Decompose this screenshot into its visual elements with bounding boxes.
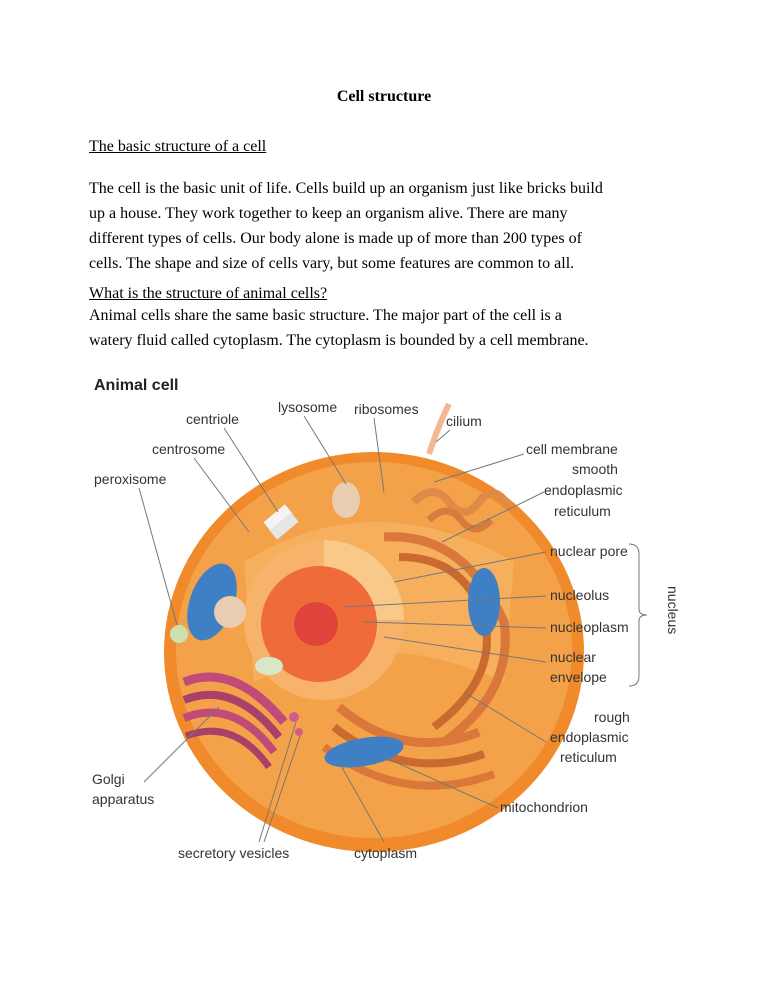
animal-cell-diagram: Animal cell xyxy=(92,377,681,861)
intro-paragraph: The cell is the basic unit of life. Cell… xyxy=(89,176,679,276)
smooth-er-shape xyxy=(411,488,513,533)
label-nuclear-pore: nuclear pore xyxy=(550,543,628,559)
label-centriole: centriole xyxy=(186,411,239,427)
golgi-shape xyxy=(182,672,288,770)
nucleolus-shape xyxy=(294,602,338,646)
label-centrosome: centrosome xyxy=(152,441,225,457)
label-nuclear-envelope-2: envelope xyxy=(550,669,607,685)
animal-cell-line: Animal cells share the same basic struct… xyxy=(89,307,562,324)
intro-line: The cell is the basic unit of life. Cell… xyxy=(89,180,603,197)
vesicle-shape xyxy=(289,712,299,722)
animal-cell-paragraph: Animal cells share the same basic struct… xyxy=(89,303,679,353)
label-mitochondrion: mitochondrion xyxy=(500,799,588,815)
label-rough-er-2: endoplasmic xyxy=(550,729,629,745)
centriole-shape xyxy=(269,512,299,540)
intro-line: different types of cells. Our body alone… xyxy=(89,230,582,247)
peroxisome-shape xyxy=(170,625,188,643)
intro-line: cells. The shape and size of cells vary,… xyxy=(89,255,575,272)
centriole-shape xyxy=(263,504,293,532)
label-nucleus: nucleus xyxy=(665,586,681,634)
cilium-shape xyxy=(426,402,452,455)
label-cell-membrane: cell membrane xyxy=(526,441,618,457)
section-heading: The basic structure of a cell xyxy=(89,138,267,155)
label-rough-er-3: reticulum xyxy=(560,749,617,765)
label-cytoplasm: cytoplasm xyxy=(354,845,417,861)
peroxisome-shape xyxy=(255,657,283,675)
label-ribosomes: ribosomes xyxy=(354,401,419,417)
label-lysosome: lysosome xyxy=(278,399,337,415)
label-nuclear-envelope-1: nuclear xyxy=(550,649,596,665)
lysosome-shape xyxy=(214,596,246,628)
label-peroxisome: peroxisome xyxy=(94,471,167,487)
label-smooth-er-3: reticulum xyxy=(554,503,611,519)
label-cilium: cilium xyxy=(446,413,482,429)
label-smooth-er-1: smooth xyxy=(572,461,618,477)
label-nucleoplasm: nucleoplasm xyxy=(550,619,629,635)
animal-cell-line: watery fluid called cytoplasm. The cytop… xyxy=(89,332,589,349)
mitochondrion-shape xyxy=(468,568,500,636)
intro-line: up a house. They work together to keep a… xyxy=(89,205,568,222)
label-nucleolus: nucleolus xyxy=(550,587,609,603)
label-golgi-1: Golgi xyxy=(92,771,125,787)
mitochondrion-shape xyxy=(324,736,404,768)
question-heading: What is the structure of animal cells? xyxy=(89,285,328,302)
animal-cell-figure: Animal cell xyxy=(84,362,684,882)
vesicle-shape xyxy=(295,728,303,736)
lysosome-shape xyxy=(332,482,360,518)
label-smooth-er-2: endoplasmic xyxy=(544,482,623,498)
label-secretory-vesicles: secretory vesicles xyxy=(178,845,289,861)
label-golgi-2: apparatus xyxy=(92,791,154,807)
leader-lines xyxy=(138,415,648,843)
label-rough-er-1: rough xyxy=(594,709,630,725)
figure-title: Animal cell xyxy=(94,377,178,394)
document-title: Cell structure xyxy=(336,88,432,105)
